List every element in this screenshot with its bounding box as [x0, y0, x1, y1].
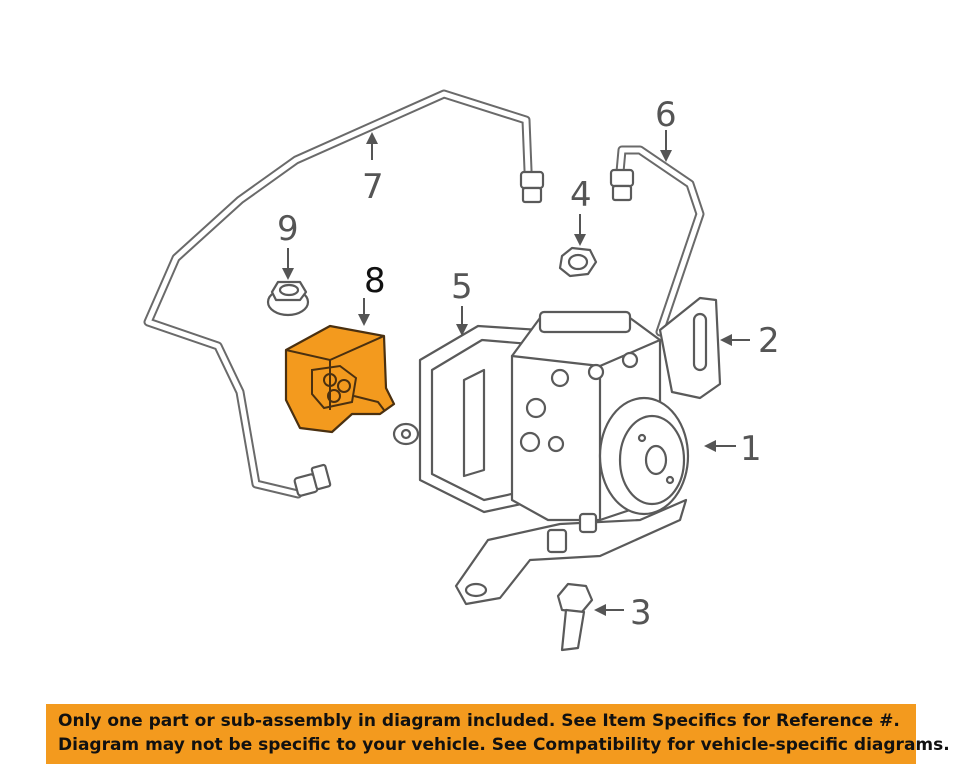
bracket-2: [658, 296, 722, 400]
mount-bracket: [454, 498, 688, 606]
leader-7: [366, 132, 378, 160]
disclaimer-banner: Only one part or sub-assembly in diagram…: [46, 704, 950, 764]
brake-line-6: [609, 145, 705, 337]
nut-9: [266, 280, 310, 317]
nut-4: [558, 246, 598, 278]
abs-modulator-1: [510, 310, 690, 522]
leader-4: [574, 214, 586, 246]
leader-8: [358, 298, 370, 326]
callout-2: 2: [758, 321, 780, 361]
leader-9: [282, 248, 294, 280]
leader-5: [456, 306, 468, 336]
callout-4: 4: [570, 175, 592, 215]
callout-9: 9: [277, 209, 299, 249]
brake-line-7: [143, 89, 545, 499]
disclaimer-line-1: Only one part or sub-assembly in diagram…: [58, 711, 900, 731]
leader-6: [660, 130, 672, 162]
disclaimer-line-2: Diagram may not be specific to your vehi…: [58, 735, 950, 755]
leader-1: [704, 440, 736, 452]
callout-3: 3: [630, 593, 652, 633]
leader-2: [720, 334, 750, 346]
yaw-sensor-8-highlighted: [284, 324, 396, 434]
callout-1: 1: [740, 429, 762, 469]
leader-3: [594, 604, 624, 616]
callout-5: 5: [451, 267, 473, 307]
callout-6: 6: [655, 95, 677, 135]
callout-8: 8: [364, 261, 386, 301]
parts-diagram: 1 2 3 4 5 6 7 8 9: [143, 89, 780, 652]
callout-7: 7: [362, 167, 384, 207]
bolt-3: [556, 582, 594, 652]
